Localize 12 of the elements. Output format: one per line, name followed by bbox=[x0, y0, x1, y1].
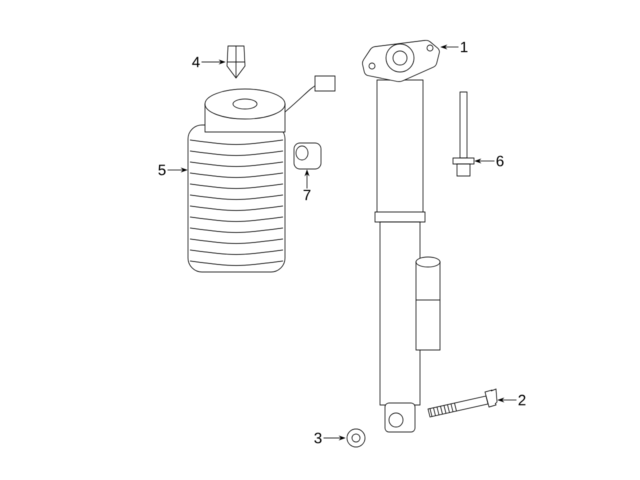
callout-number: 3 bbox=[314, 432, 322, 444]
bolt-drawing bbox=[428, 388, 498, 418]
callout-number: 5 bbox=[158, 164, 166, 176]
callout-number: 6 bbox=[496, 156, 504, 166]
bolt-drawing bbox=[452, 92, 474, 176]
air-spring-drawing bbox=[188, 76, 336, 272]
clip-drawing bbox=[226, 46, 246, 79]
callout-number: 4 bbox=[192, 56, 200, 68]
callout-number: 1 bbox=[460, 42, 468, 52]
nut-drawing bbox=[346, 428, 366, 448]
shock-absorber-drawing bbox=[362, 40, 440, 432]
callout-number: 2 bbox=[518, 394, 526, 406]
